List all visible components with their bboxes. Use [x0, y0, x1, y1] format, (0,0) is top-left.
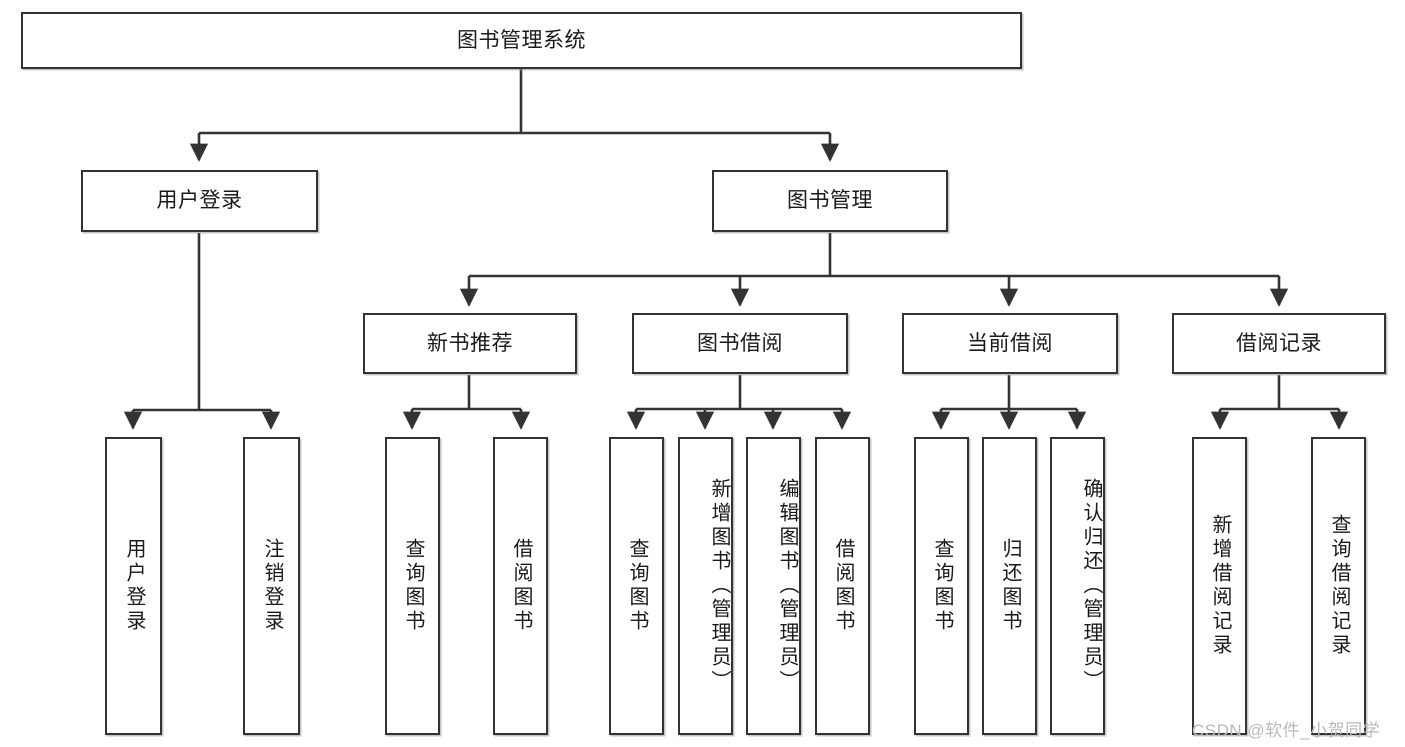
node-book-borrow[interactable]: 图书借阅 — [632, 313, 848, 374]
leaf-query-book-2-label: 查询图书 — [626, 538, 648, 634]
node-borrow-record[interactable]: 借阅记录 — [1172, 313, 1386, 374]
node-user-login[interactable]: 用户登录 — [81, 170, 318, 232]
leaf-borrow-book-2-label: 借阅图书 — [832, 538, 854, 634]
node-root-label: 图书管理系统 — [457, 28, 586, 52]
node-book-borrow-label: 图书借阅 — [697, 331, 783, 355]
leaf-query-borrow-record-label: 查询借阅记录 — [1328, 514, 1350, 658]
leaf-return-book[interactable]: 归还图书 — [982, 437, 1037, 735]
leaf-query-borrow-record[interactable]: 查询借阅记录 — [1311, 437, 1366, 735]
node-root-book-management-system[interactable]: 图书管理系统 — [21, 12, 1022, 69]
leaf-add-borrow-record[interactable]: 新增借阅记录 — [1192, 437, 1247, 735]
leaf-edit-book-admin-label: 编辑图书（管理员） — [776, 478, 798, 694]
leaf-edit-book-admin[interactable]: 编辑图书（管理员） — [746, 437, 801, 735]
node-borrow-record-label: 借阅记录 — [1236, 331, 1322, 355]
node-current-borrow[interactable]: 当前借阅 — [902, 313, 1118, 374]
node-user-login-label: 用户登录 — [156, 189, 243, 213]
leaf-query-book-3[interactable]: 查询图书 — [914, 437, 969, 735]
leaf-borrow-book-1-label: 借阅图书 — [510, 538, 532, 634]
leaf-add-book-admin-label: 新增图书（管理员） — [708, 478, 730, 694]
node-book-management[interactable]: 图书管理 — [712, 170, 948, 232]
leaf-confirm-return-admin-label: 确认归还（管理员） — [1080, 478, 1102, 694]
csdn-watermark: CSDN @软件_小贺同学 — [1192, 721, 1381, 740]
node-book-management-label: 图书管理 — [787, 189, 873, 213]
leaf-borrow-book-2[interactable]: 借阅图书 — [815, 437, 870, 735]
leaf-confirm-return-admin[interactable]: 确认归还（管理员） — [1050, 437, 1105, 735]
leaf-logout-login-label: 注销登录 — [261, 538, 283, 634]
leaf-add-borrow-record-label: 新增借阅记录 — [1209, 514, 1231, 658]
node-new-book-recommend-label: 新书推荐 — [427, 331, 513, 355]
node-current-borrow-label: 当前借阅 — [967, 331, 1053, 355]
leaf-return-book-label: 归还图书 — [999, 538, 1021, 634]
leaf-query-book-1-label: 查询图书 — [402, 538, 424, 634]
leaf-user-login[interactable]: 用户登录 — [105, 437, 162, 735]
leaf-user-login-label: 用户登录 — [123, 538, 145, 634]
leaf-logout-login[interactable]: 注销登录 — [243, 437, 300, 735]
leaf-query-book-3-label: 查询图书 — [931, 538, 953, 634]
leaf-query-book-2[interactable]: 查询图书 — [609, 437, 664, 735]
leaf-add-book-admin[interactable]: 新增图书（管理员） — [678, 437, 733, 735]
leaf-query-book-1[interactable]: 查询图书 — [385, 437, 440, 735]
leaf-borrow-book-1[interactable]: 借阅图书 — [493, 437, 548, 735]
node-new-book-recommend[interactable]: 新书推荐 — [363, 313, 577, 374]
